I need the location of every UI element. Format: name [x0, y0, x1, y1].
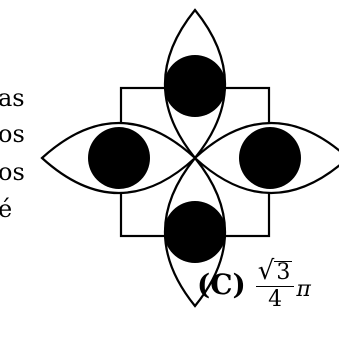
circle-bottom: [164, 201, 226, 263]
cropped-text-fragment: as: [0, 84, 25, 112]
circle-top: [164, 55, 226, 117]
answer-option-c: (C) √ 3 4 π: [197, 258, 311, 311]
pi-symbol: π: [296, 276, 311, 302]
cropped-text-fragment: os: [0, 120, 25, 148]
circle-right: [239, 127, 301, 189]
radicand: 3: [274, 260, 293, 285]
fraction: √ 3 4: [255, 256, 295, 312]
cropped-text-fragment: é: [0, 195, 13, 223]
cropped-text-fragment: os: [0, 158, 25, 186]
fraction-denominator: 4: [268, 287, 283, 312]
option-label: (C): [197, 267, 246, 301]
circle-left: [88, 127, 150, 189]
radical-sign: √: [257, 256, 275, 286]
fraction-numerator: √ 3: [255, 256, 295, 287]
